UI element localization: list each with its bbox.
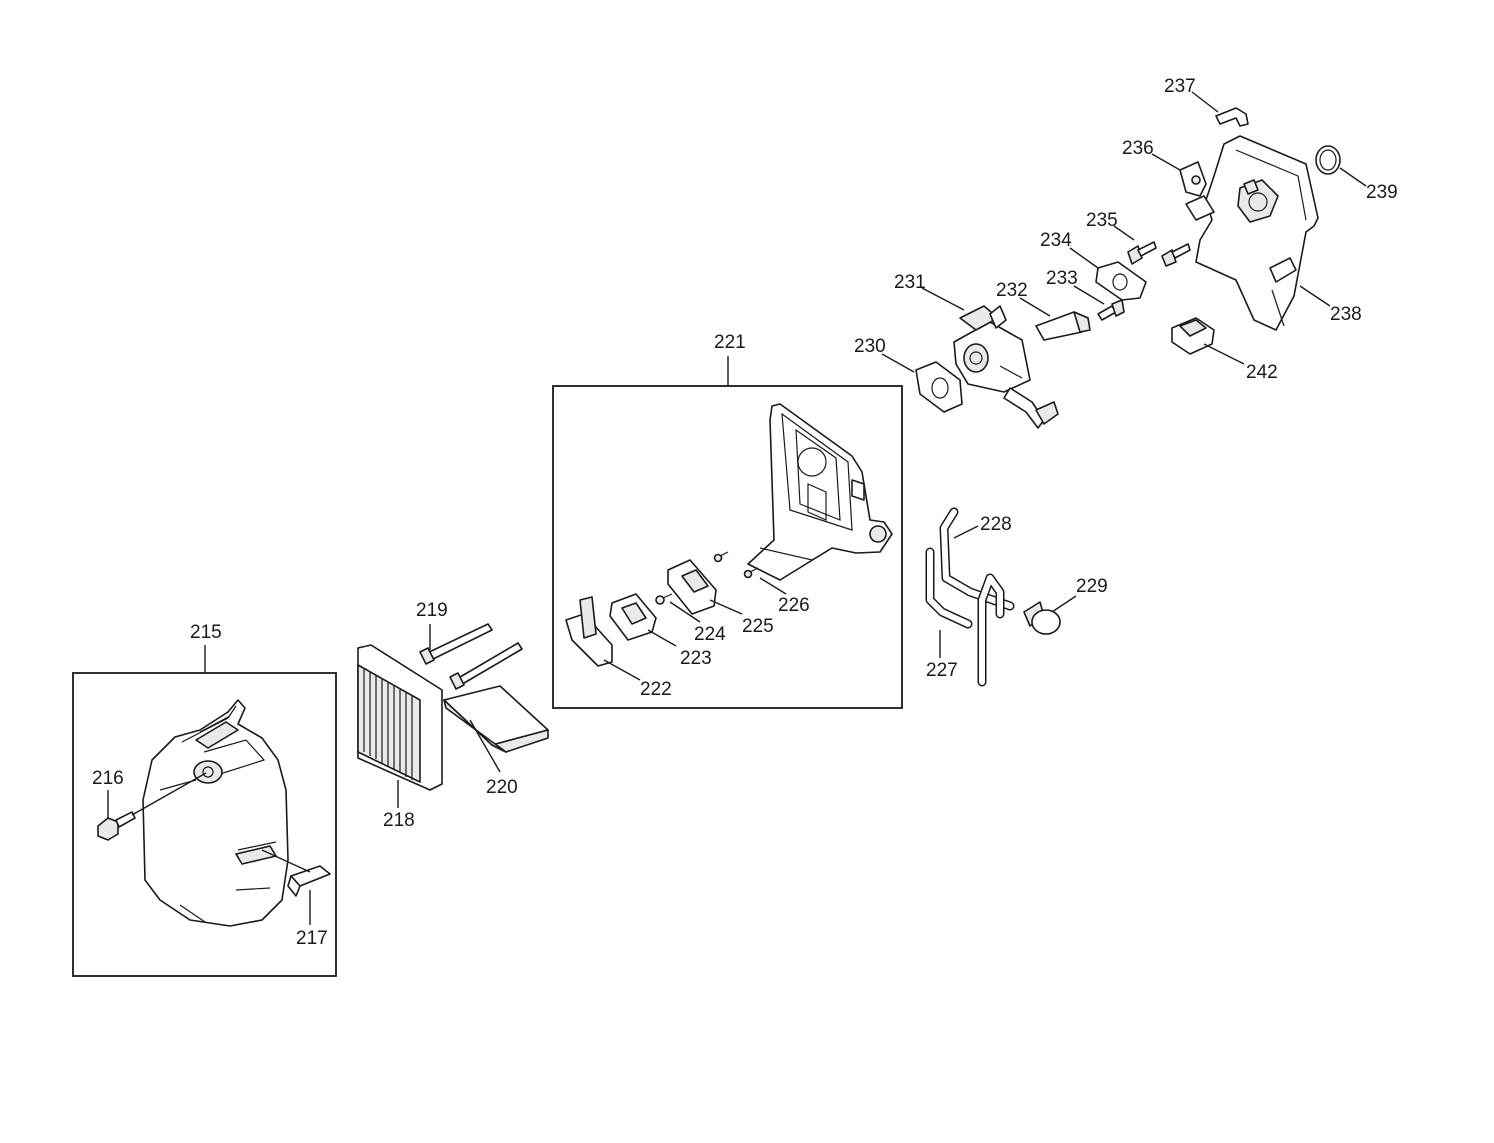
part-230: 230 (854, 336, 963, 413)
label-236: 236 (1122, 138, 1154, 159)
label-242: 242 (1246, 362, 1278, 383)
part-220: 220 (443, 685, 549, 798)
label-219: 219 (416, 600, 448, 621)
label-220: 220 (486, 777, 518, 798)
part-234: 234 (1040, 230, 1147, 301)
part-cover (142, 699, 289, 927)
part-217: 217 (261, 849, 331, 949)
label-234: 234 (1040, 230, 1072, 251)
label-233: 233 (1046, 268, 1078, 289)
part-235: 235 (1086, 210, 1191, 267)
part-223: 223 (609, 593, 712, 669)
part-216: 216 (92, 768, 207, 841)
label-217: 217 (296, 928, 328, 949)
part-236: 236 (1122, 138, 1207, 197)
label-237: 237 (1164, 76, 1196, 97)
label-218: 218 (383, 810, 415, 831)
label-231: 231 (894, 272, 926, 293)
part-222: 222 (565, 596, 672, 700)
label-223: 223 (680, 648, 712, 669)
part-base-plate (747, 403, 893, 581)
label-221: 221 (714, 332, 746, 353)
label-222: 222 (640, 679, 672, 700)
label-224: 224 (694, 624, 726, 645)
part-224: 224 (655, 593, 726, 645)
group-221: 221 222 223 (552, 332, 903, 709)
part-hoses: 227 228 (925, 507, 1015, 687)
part-238: 238 (1185, 135, 1362, 331)
label-228: 228 (980, 514, 1012, 535)
part-218: 218 (357, 644, 443, 831)
part-226: 226 (759, 577, 810, 616)
label-227: 227 (926, 660, 958, 681)
label-230: 230 (854, 336, 886, 357)
label-215: 215 (190, 622, 222, 643)
part-225: 225 (667, 559, 774, 637)
label-226: 226 (778, 595, 810, 616)
part-231: 231 (894, 272, 1059, 429)
label-239: 239 (1366, 182, 1398, 203)
part-239: 239 (1315, 145, 1398, 203)
label-238: 238 (1330, 304, 1362, 325)
part-242: 242 (1171, 317, 1278, 383)
part-232: 232 (996, 280, 1091, 341)
label-232: 232 (996, 280, 1028, 301)
part-screws (713, 551, 759, 579)
label-216: 216 (92, 768, 124, 789)
part-229: 229 (1023, 576, 1108, 635)
group-215: 215 216 (72, 622, 337, 977)
part-237: 237 (1164, 76, 1249, 127)
part-233: 233 (1046, 268, 1125, 321)
label-225: 225 (742, 616, 774, 637)
label-235: 235 (1086, 210, 1118, 231)
part-219: 219 (416, 600, 523, 690)
label-229: 229 (1076, 576, 1108, 597)
